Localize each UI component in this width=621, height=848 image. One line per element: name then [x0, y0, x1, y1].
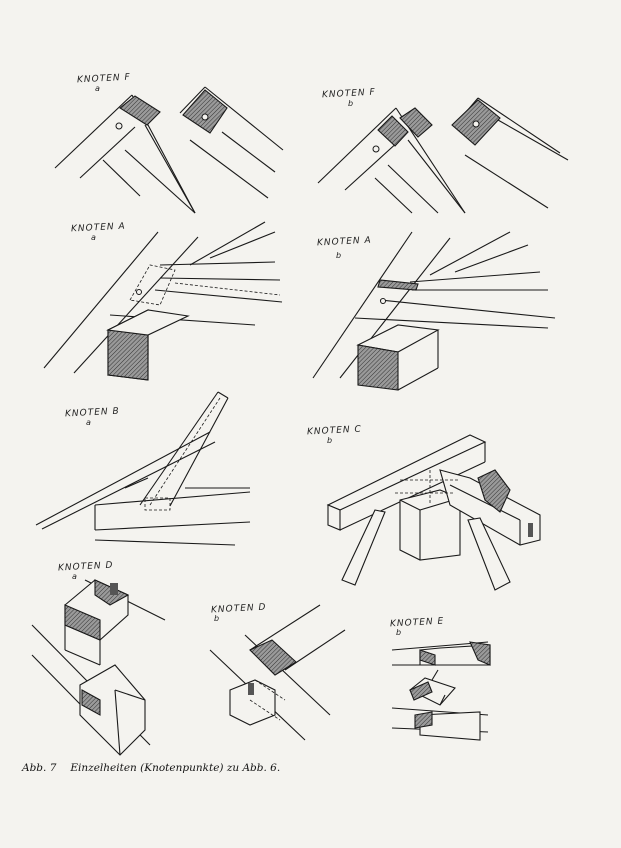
label-knoten-f-a-sub: a	[95, 84, 100, 93]
drawing-knoten-d-b	[209, 604, 346, 741]
drawing-knoten-c-b	[326, 434, 541, 591]
figure-number: Abb. 7	[22, 762, 57, 774]
label-knoten-e-b-sub: b	[396, 628, 402, 637]
drawing-knoten-d-a	[31, 579, 166, 756]
drawing-knoten-a-b	[312, 231, 556, 391]
label-knoten-a-b-sub: b	[336, 251, 342, 260]
drawing-knoten-f-b	[317, 97, 569, 214]
label-knoten-d-b-sub: b	[214, 614, 220, 623]
label-knoten-b-a-sub: a	[86, 418, 91, 427]
figure-caption: Abb. 7 Einzelheiten (Knotenpunkte) zu Abb…	[22, 762, 280, 774]
label-knoten-d-a-sub: a	[72, 572, 77, 581]
label-knoten-a-a-sub: a	[91, 233, 96, 242]
drawing-knoten-f-a	[54, 86, 284, 214]
figure-caption-text: Einzelheiten (Knotenpunkte) zu Abb. 6.	[70, 762, 281, 774]
label-knoten-c-b-sub: b	[327, 436, 333, 445]
drawing-knoten-a-a	[43, 221, 283, 381]
label-knoten-f-b-sub: b	[348, 99, 354, 108]
drawing-knoten-e-b	[391, 641, 491, 741]
drawing-knoten-b-a	[35, 391, 251, 546]
